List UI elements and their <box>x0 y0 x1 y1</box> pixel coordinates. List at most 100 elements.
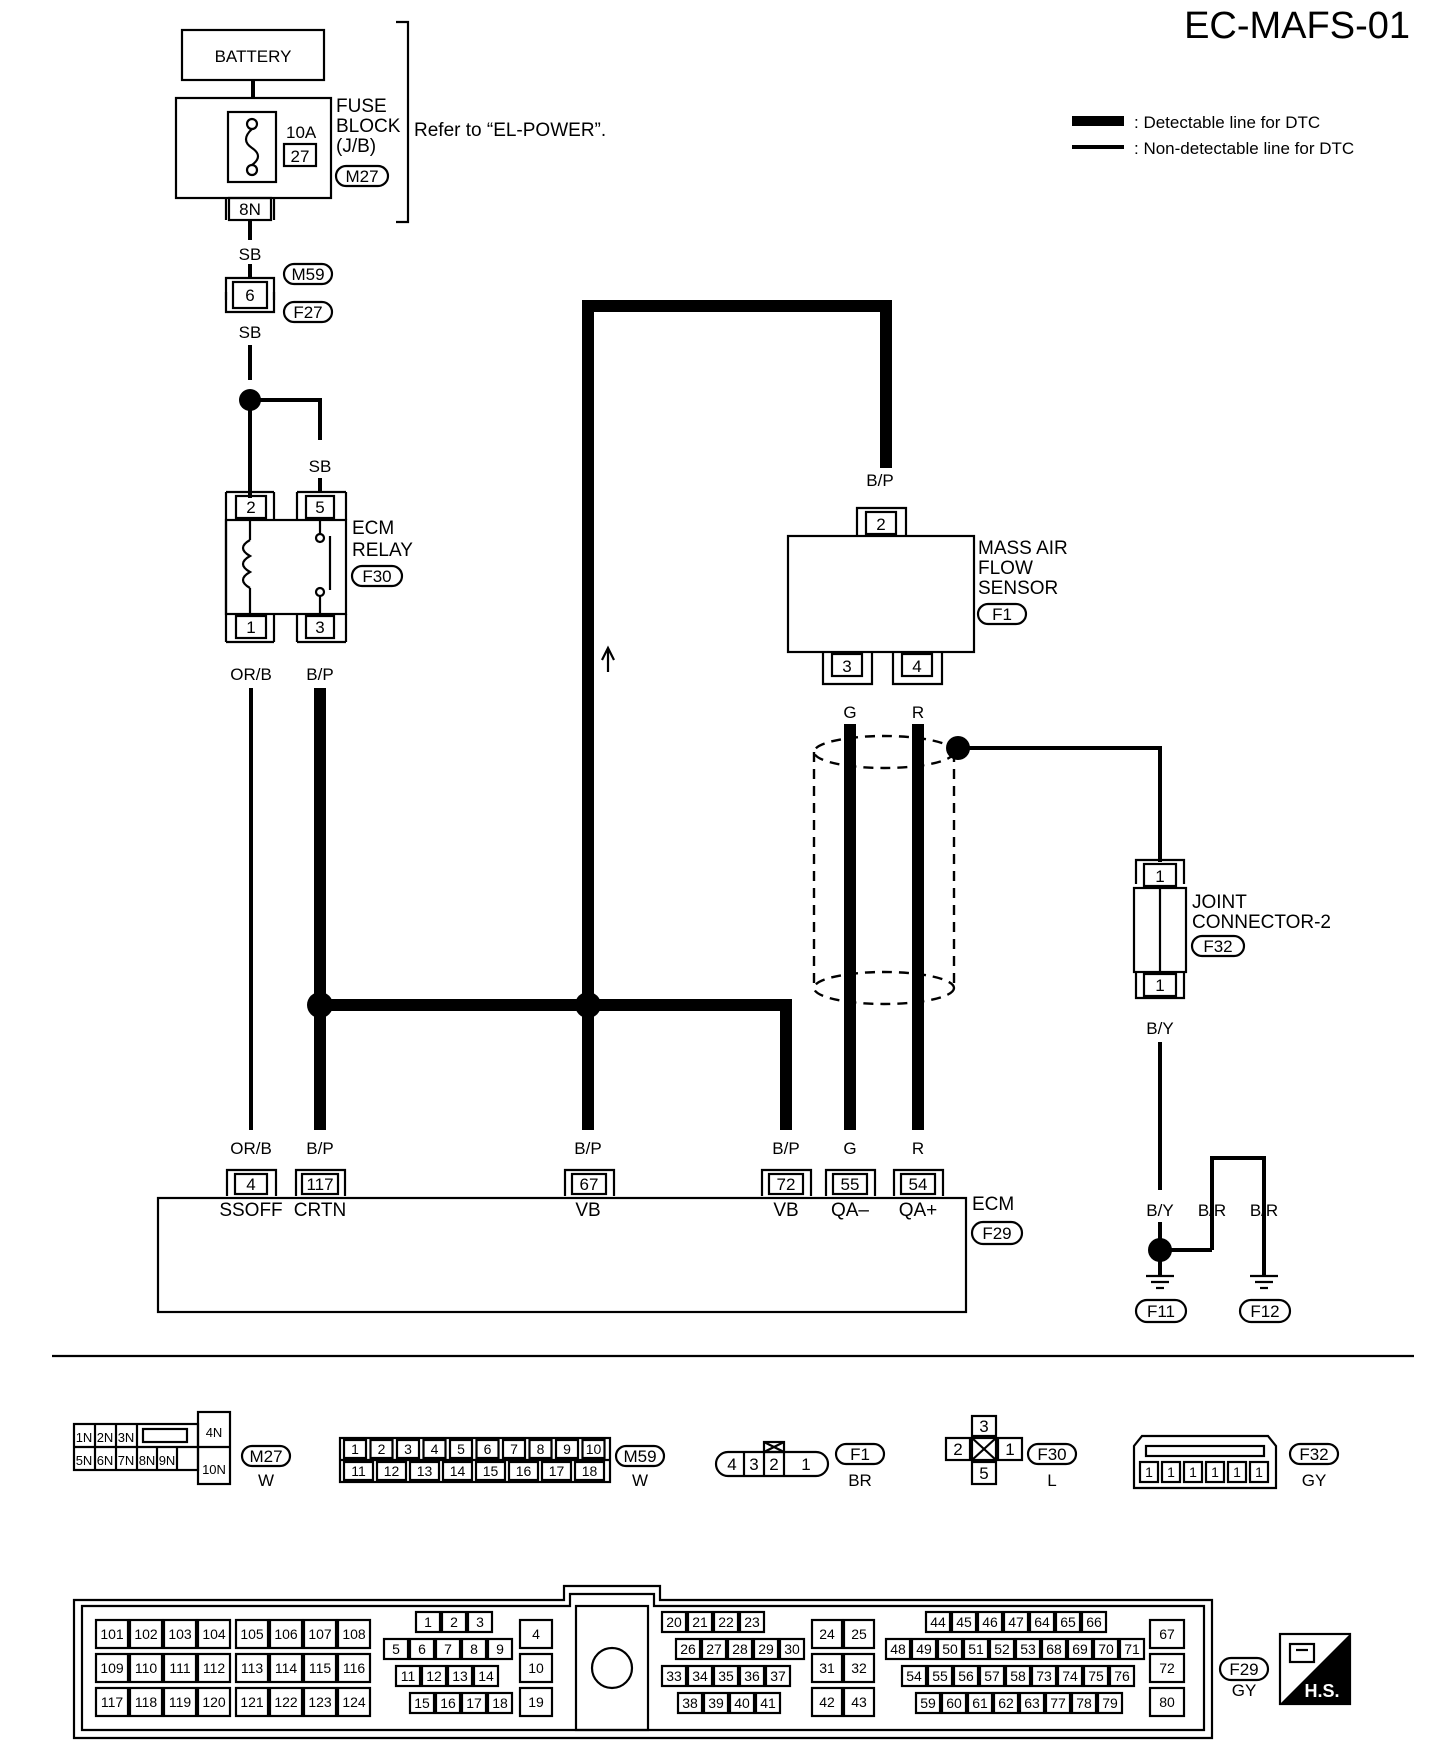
m59-pin-18-cell <box>573 1460 606 1482</box>
f29-pin-18-cell <box>486 1691 514 1715</box>
svg-text:6N: 6N <box>97 1453 114 1468</box>
connector-view-f32 <box>1132 1434 1278 1490</box>
f32-pin-2: 1 <box>1167 1464 1175 1480</box>
joint-connector-id: F32 <box>1203 937 1232 956</box>
f29-pin-71-cell <box>1118 1637 1146 1661</box>
ecm-relay-connector: F30 <box>362 567 391 586</box>
f29-pin-55: 55 <box>932 1668 948 1684</box>
joint-wire-label: B/Y <box>1146 1019 1173 1038</box>
f29-pin-6-cell <box>408 1637 436 1661</box>
badge-f27-label: F27 <box>293 303 322 322</box>
ecm-pin-4: 4 <box>246 1175 255 1194</box>
f29-pin-56-cell <box>952 1664 980 1688</box>
m59-view-id: M59 <box>623 1447 656 1466</box>
wire-shield-drain <box>958 746 1162 862</box>
f29-pin-77-cell <box>1044 1691 1072 1715</box>
f29-pin-48-cell <box>884 1637 912 1661</box>
svg-text:4N: 4N <box>206 1425 223 1440</box>
f1-view-color: BR <box>848 1471 872 1490</box>
joint-label-line1: JOINT <box>1192 892 1247 913</box>
f29-pin-52: 52 <box>994 1641 1010 1657</box>
f29-pin-116: 116 <box>343 1660 366 1676</box>
ecm-pin-54: 54 <box>909 1175 928 1194</box>
wire-bp-maf <box>582 300 892 1130</box>
wire-label-sb-1: SB <box>239 245 262 264</box>
f29-pin-21-cell <box>686 1610 714 1634</box>
f32-view-id: F32 <box>1299 1445 1328 1464</box>
m59-pin-7-cell <box>501 1438 527 1460</box>
badge-m59-label: M59 <box>291 265 324 284</box>
f30-view-color: L <box>1047 1471 1056 1490</box>
f29-pin-118: 118 <box>135 1694 158 1710</box>
f29-pin-70-cell <box>1092 1637 1120 1661</box>
maf-terminal-2: 2 <box>876 515 885 534</box>
f29-pin-76: 76 <box>1114 1668 1130 1684</box>
m59-pin-6: 6 <box>484 1441 492 1457</box>
m59-pin-15-cell <box>474 1460 507 1482</box>
f29-pin-9: 9 <box>496 1641 504 1657</box>
f29-pin-54: 54 <box>906 1668 922 1684</box>
f29-pin-50-cell <box>936 1637 964 1661</box>
ecm-signal-qa-plus: QA+ <box>899 1200 938 1221</box>
f29-pin-24-cell <box>810 1618 844 1650</box>
f29-pin-76-cell <box>1108 1664 1136 1688</box>
m59-pin-17-cell <box>540 1460 573 1482</box>
m59-pin-16: 16 <box>516 1463 532 1479</box>
f29-pin-20-cell <box>660 1610 688 1634</box>
f29-pin-112-cell <box>196 1652 232 1684</box>
f29-pin-67-cell <box>1148 1618 1186 1650</box>
m59-pin-17: 17 <box>549 1463 565 1479</box>
f32-pin-1: 1 <box>1145 1464 1153 1480</box>
f29-pin-101-cell <box>94 1618 130 1650</box>
f29-view-color: GY <box>1232 1681 1257 1700</box>
f29-pin-77: 77 <box>1050 1695 1066 1711</box>
f29-pin-58-cell <box>1004 1664 1032 1688</box>
svg-text:1N: 1N <box>76 1430 93 1445</box>
m27-view-badge <box>240 1444 292 1468</box>
f29-pin-22: 22 <box>718 1614 734 1630</box>
m59-pin-2: 2 <box>378 1441 386 1457</box>
fuse-rating: 10A <box>286 123 317 142</box>
ecm-label: ECM <box>972 1194 1014 1215</box>
f1-pin-1: 1 <box>801 1455 810 1474</box>
f29-pin-108-cell <box>336 1618 372 1650</box>
f29-pin-54-cell <box>900 1664 928 1688</box>
f29-pin-68: 68 <box>1046 1641 1062 1657</box>
harness-side-icon <box>1278 1632 1352 1706</box>
fuse-block-label-line2: BLOCK <box>336 116 401 137</box>
f29-pin-44: 44 <box>930 1614 946 1630</box>
joint-connector-badge <box>1190 934 1246 958</box>
f29-pin-29-cell <box>752 1637 780 1661</box>
f1-view-id: F1 <box>850 1445 870 1464</box>
f29-pin-33-cell <box>660 1664 688 1688</box>
f29-pin-55-cell <box>926 1664 954 1688</box>
f29-pin-62: 62 <box>998 1695 1014 1711</box>
f29-pin-31-cell <box>810 1652 844 1684</box>
connector-view-m27 <box>72 1410 232 1486</box>
f29-pin-19: 19 <box>528 1694 544 1710</box>
f29-pin-37-cell <box>764 1664 792 1688</box>
m59-pin-6-cell <box>475 1438 500 1460</box>
connector-m59-f27 <box>224 276 276 314</box>
ecm-pin-55: 55 <box>841 1175 860 1194</box>
ecm-pin-numbers: 4 117 67 72 55 54 <box>246 1175 927 1194</box>
legend-detectable-label: : Detectable line for DTC <box>1134 113 1320 132</box>
maf-connector: F1 <box>992 605 1012 624</box>
f29-pin-22-cell <box>712 1610 740 1634</box>
ecm-pin-wire-labels: OR/B B/P B/P B/P G R <box>230 1139 924 1158</box>
m59-pin-10: 10 <box>586 1441 602 1457</box>
f29-pin-45: 45 <box>956 1614 972 1630</box>
f29-pin-34-cell <box>686 1664 714 1688</box>
f29-pin-10: 10 <box>528 1660 544 1676</box>
ecm-wire-label-72: B/P <box>772 1139 799 1158</box>
f29-pin-19-cell <box>518 1686 554 1718</box>
m59-pin-1: 1 <box>351 1441 359 1457</box>
m59-pin-8: 8 <box>537 1441 545 1457</box>
f29-pin-23-cell <box>738 1610 766 1634</box>
f29-pin-57-cell <box>978 1664 1006 1688</box>
relay-t1-wire-label: OR/B <box>230 665 272 684</box>
wire-bp-bus <box>320 999 792 1130</box>
f29-pin-64: 64 <box>1034 1614 1050 1630</box>
